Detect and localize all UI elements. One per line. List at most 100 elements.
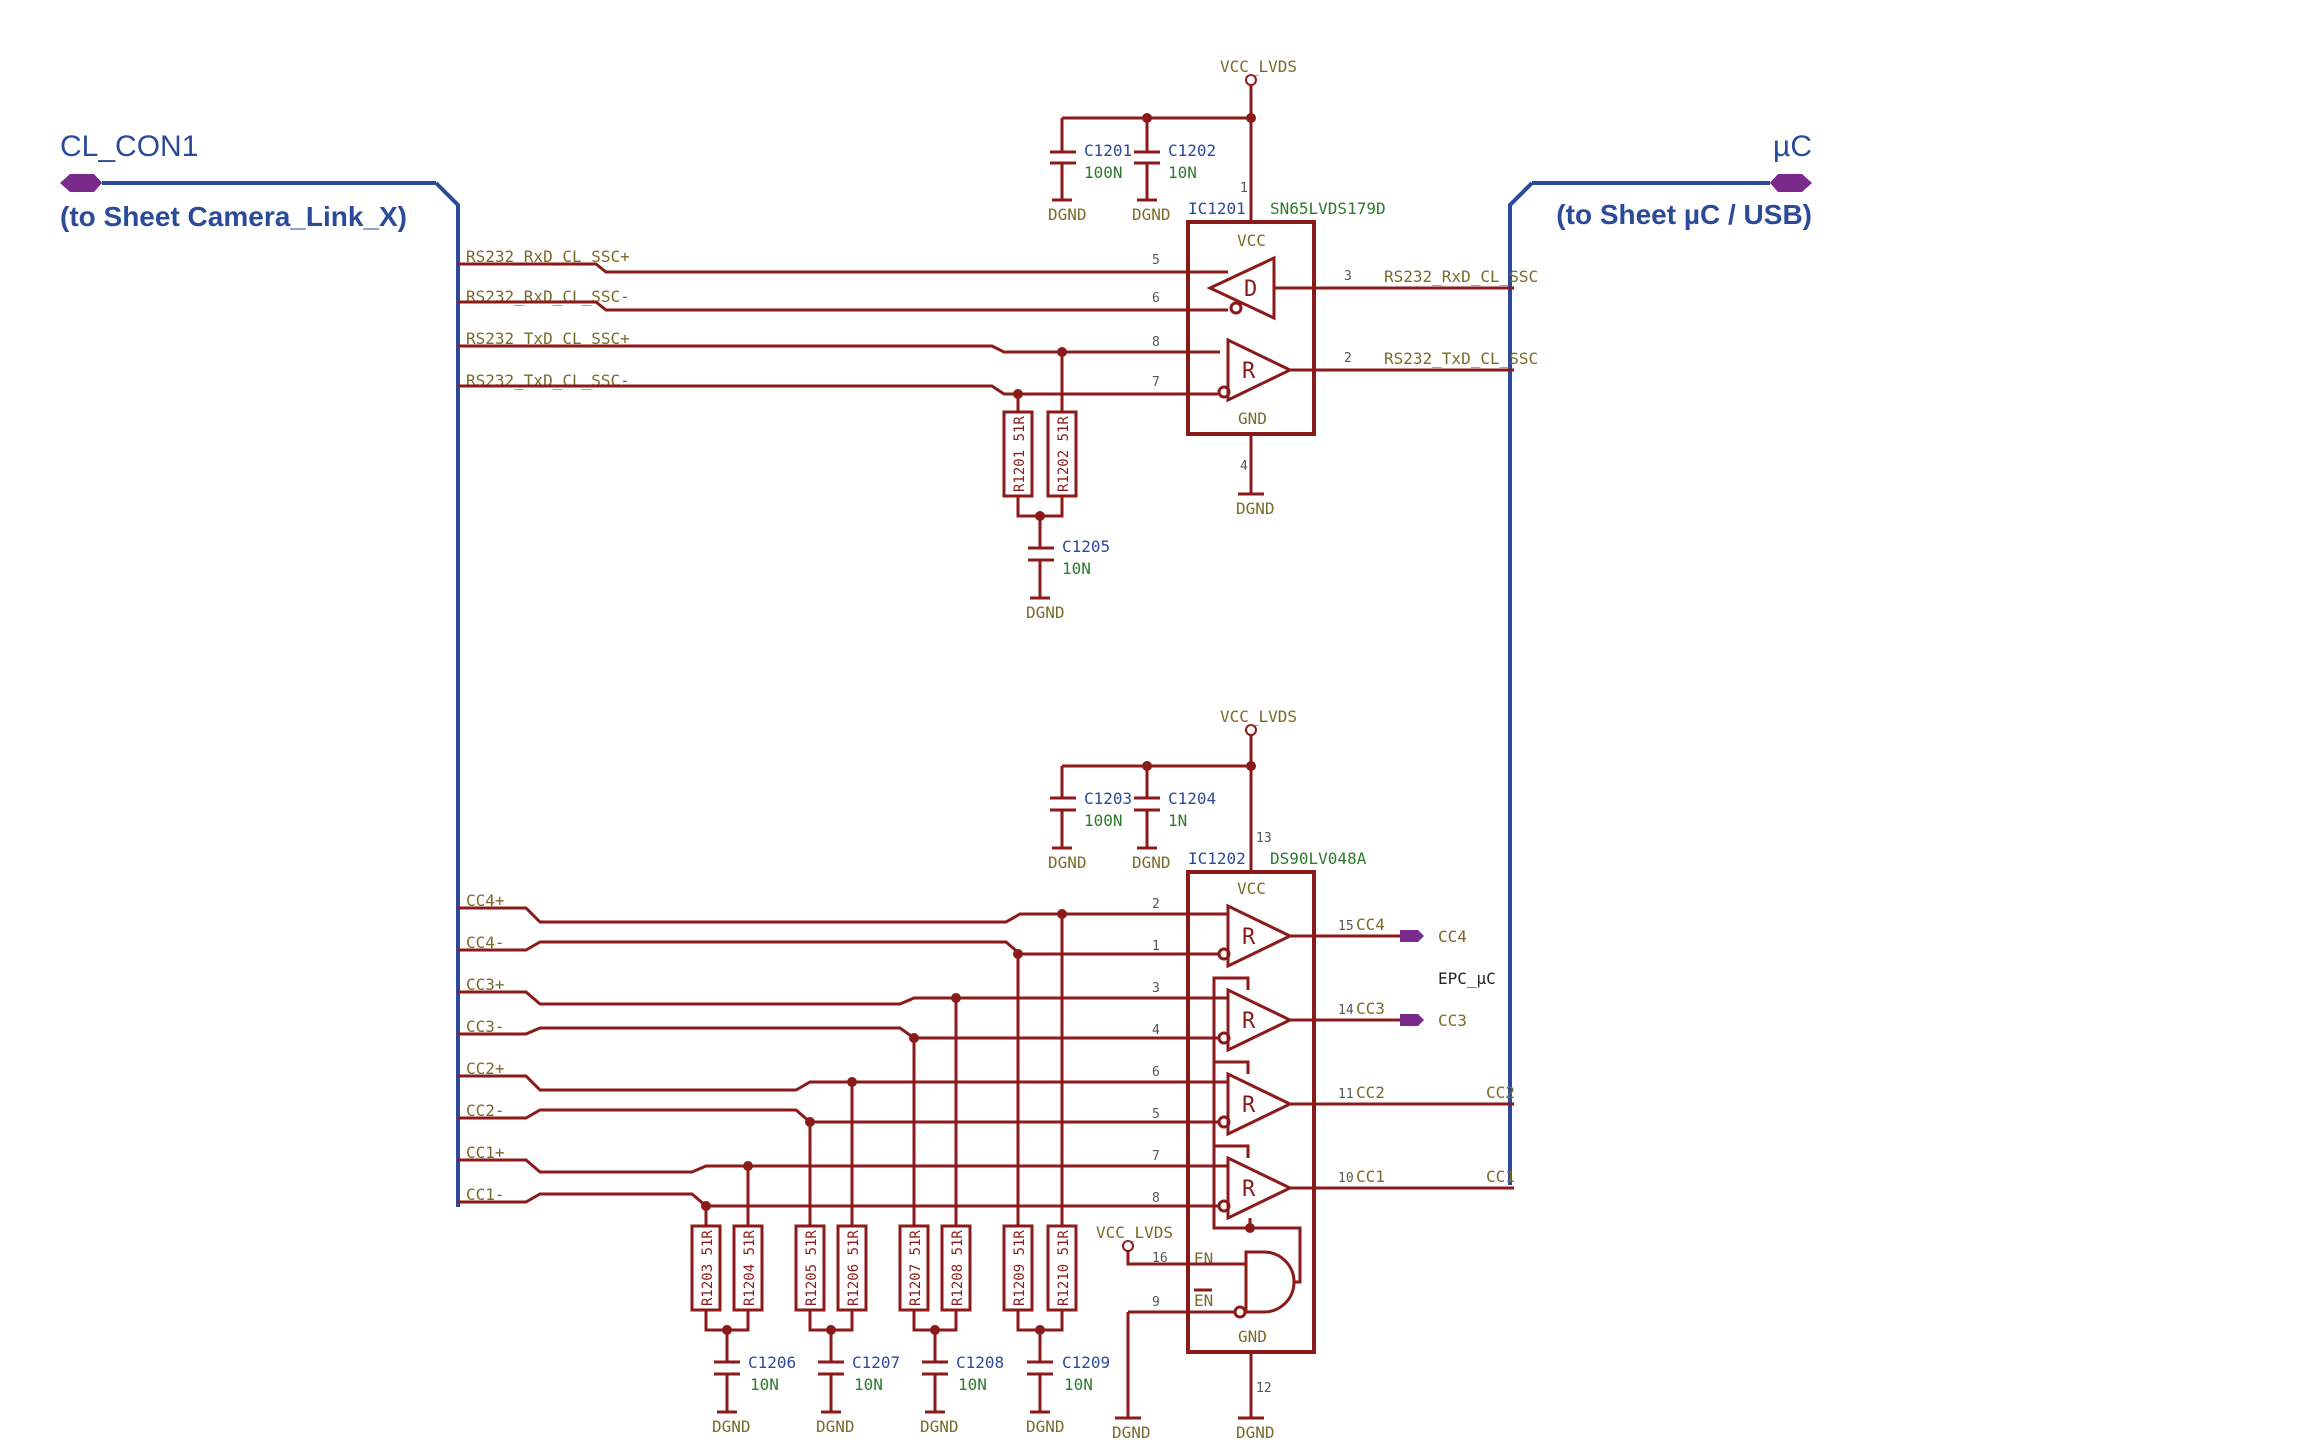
svg-text:R1207 51R: R1207 51R xyxy=(908,1230,924,1306)
svg-text:DGND: DGND xyxy=(920,1417,959,1436)
cap-c1202[interactable]: C1202 10N DGND xyxy=(1132,141,1216,224)
vcc-bottom: VCC_LVDS xyxy=(1220,707,1297,736)
resistor-r1205[interactable]: R1205 51R xyxy=(794,1224,826,1312)
svg-text:CC2-: CC2- xyxy=(466,1101,505,1120)
ic1201[interactable]: IC1201 SN65LVDS179D VCC GND 1 D R xyxy=(1186,181,1386,436)
svg-text:R: R xyxy=(1242,925,1256,950)
svg-text:16: 16 xyxy=(1152,1251,1168,1266)
svg-text:R1205 51R: R1205 51R xyxy=(804,1230,820,1306)
cap-c1204[interactable]: C1204 1N DGND xyxy=(1132,789,1216,872)
svg-text:14: 14 xyxy=(1338,1003,1354,1018)
right-port-sheet: (to Sheet µC / USB) xyxy=(1556,199,1812,230)
resistor-r1206[interactable]: R1206 51R xyxy=(836,1224,868,1312)
svg-text:5: 5 xyxy=(1152,253,1160,268)
svg-text:10N: 10N xyxy=(1168,163,1197,182)
left-port[interactable]: CL_CON1 (to Sheet Camera_Link_X) xyxy=(60,130,436,232)
svg-text:12: 12 xyxy=(1256,1381,1272,1396)
svg-text:R1206 51R: R1206 51R xyxy=(846,1230,862,1306)
svg-text:DGND: DGND xyxy=(1026,1417,1065,1436)
svg-text:D: D xyxy=(1244,277,1257,302)
svg-text:R1209 51R: R1209 51R xyxy=(1012,1230,1028,1306)
out-cc3[interactable]: 14 CC3 CC3 xyxy=(1338,999,1467,1030)
svg-text:R1203 51R: R1203 51R xyxy=(700,1230,716,1306)
svg-text:10N: 10N xyxy=(1062,559,1091,578)
resistor-r1204[interactable]: R1204 51R xyxy=(732,1224,764,1312)
svg-text:DGND: DGND xyxy=(1132,205,1171,224)
svg-text:CC2: CC2 xyxy=(1486,1083,1515,1102)
vcc-top-label: VCC_LVDS xyxy=(1220,57,1297,76)
vcc-top-terminal-icon xyxy=(1245,74,1257,86)
resistor-r1210[interactable]: R1210 51R xyxy=(1046,1224,1078,1312)
resistor-r1207[interactable]: R1207 51R xyxy=(898,1224,930,1312)
nets-top: RS232_RxD_CL_SSC+ RS232_RxD_CL_SSC- RS23… xyxy=(466,247,630,390)
cap-c1206[interactable]: C1206 10N DGND xyxy=(712,1353,796,1436)
svg-text:CC1-: CC1- xyxy=(466,1185,505,1204)
left-bus xyxy=(434,181,460,1207)
vcc-en-terminal-icon xyxy=(1122,1240,1134,1252)
cap-c1201[interactable]: C1201 100N DGND xyxy=(1048,141,1132,224)
out-cc1: 10 CC1 CC1 xyxy=(1338,1167,1515,1186)
svg-text:SN65LVDS179D: SN65LVDS179D xyxy=(1270,199,1386,218)
svg-text:10N: 10N xyxy=(854,1375,883,1394)
svg-text:CC1: CC1 xyxy=(1486,1167,1515,1186)
resistor-r1209[interactable]: R1209 51R xyxy=(1002,1224,1034,1312)
cap-c1209[interactable]: C1209 10N DGND xyxy=(1026,1353,1110,1436)
right-port[interactable]: µC (to Sheet µC / USB) xyxy=(1532,130,1812,230)
svg-text:RS232_RxD_CL_SSC+: RS232_RxD_CL_SSC+ xyxy=(466,247,630,266)
resistor-r1202[interactable]: R1202 51R xyxy=(1046,410,1078,498)
svg-text:R1202 51R: R1202 51R xyxy=(1056,416,1072,492)
cap-c1203[interactable]: C1203 100N DGND xyxy=(1048,789,1132,872)
resistor-r1201[interactable]: R1201 51R xyxy=(1002,410,1034,498)
cap-c1208[interactable]: C1208 10N DGND xyxy=(920,1353,1004,1436)
svg-text:15: 15 xyxy=(1338,919,1354,934)
right-port-connector-icon[interactable] xyxy=(1770,174,1812,192)
cc3-port-icon[interactable] xyxy=(1400,1014,1424,1026)
svg-text:IC1201: IC1201 xyxy=(1188,199,1246,218)
svg-text:10N: 10N xyxy=(958,1375,987,1394)
svg-text:DS90LV048A: DS90LV048A xyxy=(1270,849,1367,868)
svg-text:R: R xyxy=(1242,1093,1256,1118)
svg-text:R1201 51R: R1201 51R xyxy=(1012,416,1028,492)
svg-text:100N: 100N xyxy=(1084,163,1123,182)
svg-text:3: 3 xyxy=(1344,269,1352,284)
svg-text:1: 1 xyxy=(1240,181,1248,196)
svg-text:GND: GND xyxy=(1238,409,1267,428)
svg-text:CC1+: CC1+ xyxy=(466,1143,505,1162)
svg-text:R: R xyxy=(1242,359,1256,384)
net-rxd-out: RS232_RxD_CL_SSC xyxy=(1384,267,1538,286)
svg-text:CC4+: CC4+ xyxy=(466,891,505,910)
svg-text:100N: 100N xyxy=(1084,811,1123,830)
svg-text:6: 6 xyxy=(1152,1065,1160,1080)
right-bus xyxy=(1508,181,1534,1185)
svg-text:VCC_LVDS: VCC_LVDS xyxy=(1096,1223,1173,1242)
svg-text:R1208 51R: R1208 51R xyxy=(950,1230,966,1306)
ic1202-input-pins: 2 1 3 4 6 5 7 8 xyxy=(1152,897,1160,1206)
svg-text:DGND: DGND xyxy=(1048,853,1087,872)
svg-text:7: 7 xyxy=(1152,375,1160,390)
left-port-connector-icon[interactable] xyxy=(60,174,102,192)
resistor-r1203[interactable]: R1203 51R xyxy=(690,1224,722,1312)
svg-text:R1204 51R: R1204 51R xyxy=(742,1230,758,1306)
svg-text:8: 8 xyxy=(1152,1191,1160,1206)
svg-text:CC4-: CC4- xyxy=(466,933,505,952)
cc4-port-icon[interactable] xyxy=(1400,930,1424,942)
svg-text:2: 2 xyxy=(1344,351,1352,366)
svg-text:DGND: DGND xyxy=(1236,1423,1275,1442)
cap-c1205[interactable]: C1205 10N DGND xyxy=(1026,537,1110,622)
svg-text:GND: GND xyxy=(1238,1327,1267,1346)
net-txd-out: RS232_TxD_CL_SSC xyxy=(1384,349,1538,368)
svg-text:4: 4 xyxy=(1240,459,1248,474)
svg-text:CC2: CC2 xyxy=(1356,1083,1385,1102)
svg-text:10N: 10N xyxy=(750,1375,779,1394)
svg-text:C1209: C1209 xyxy=(1062,1353,1110,1372)
svg-text:C1205: C1205 xyxy=(1062,537,1110,556)
svg-text:CC4: CC4 xyxy=(1438,927,1467,946)
resistor-r1208[interactable]: R1208 51R xyxy=(940,1224,972,1312)
svg-text:9: 9 xyxy=(1152,1295,1160,1310)
out-cc4[interactable]: 15 CC4 CC4 xyxy=(1338,915,1467,946)
svg-text:CC3+: CC3+ xyxy=(466,975,505,994)
svg-text:CC3: CC3 xyxy=(1356,999,1385,1018)
svg-text:DGND: DGND xyxy=(816,1417,855,1436)
svg-text:2: 2 xyxy=(1152,897,1160,912)
cap-c1207[interactable]: C1207 10N DGND xyxy=(816,1353,900,1436)
